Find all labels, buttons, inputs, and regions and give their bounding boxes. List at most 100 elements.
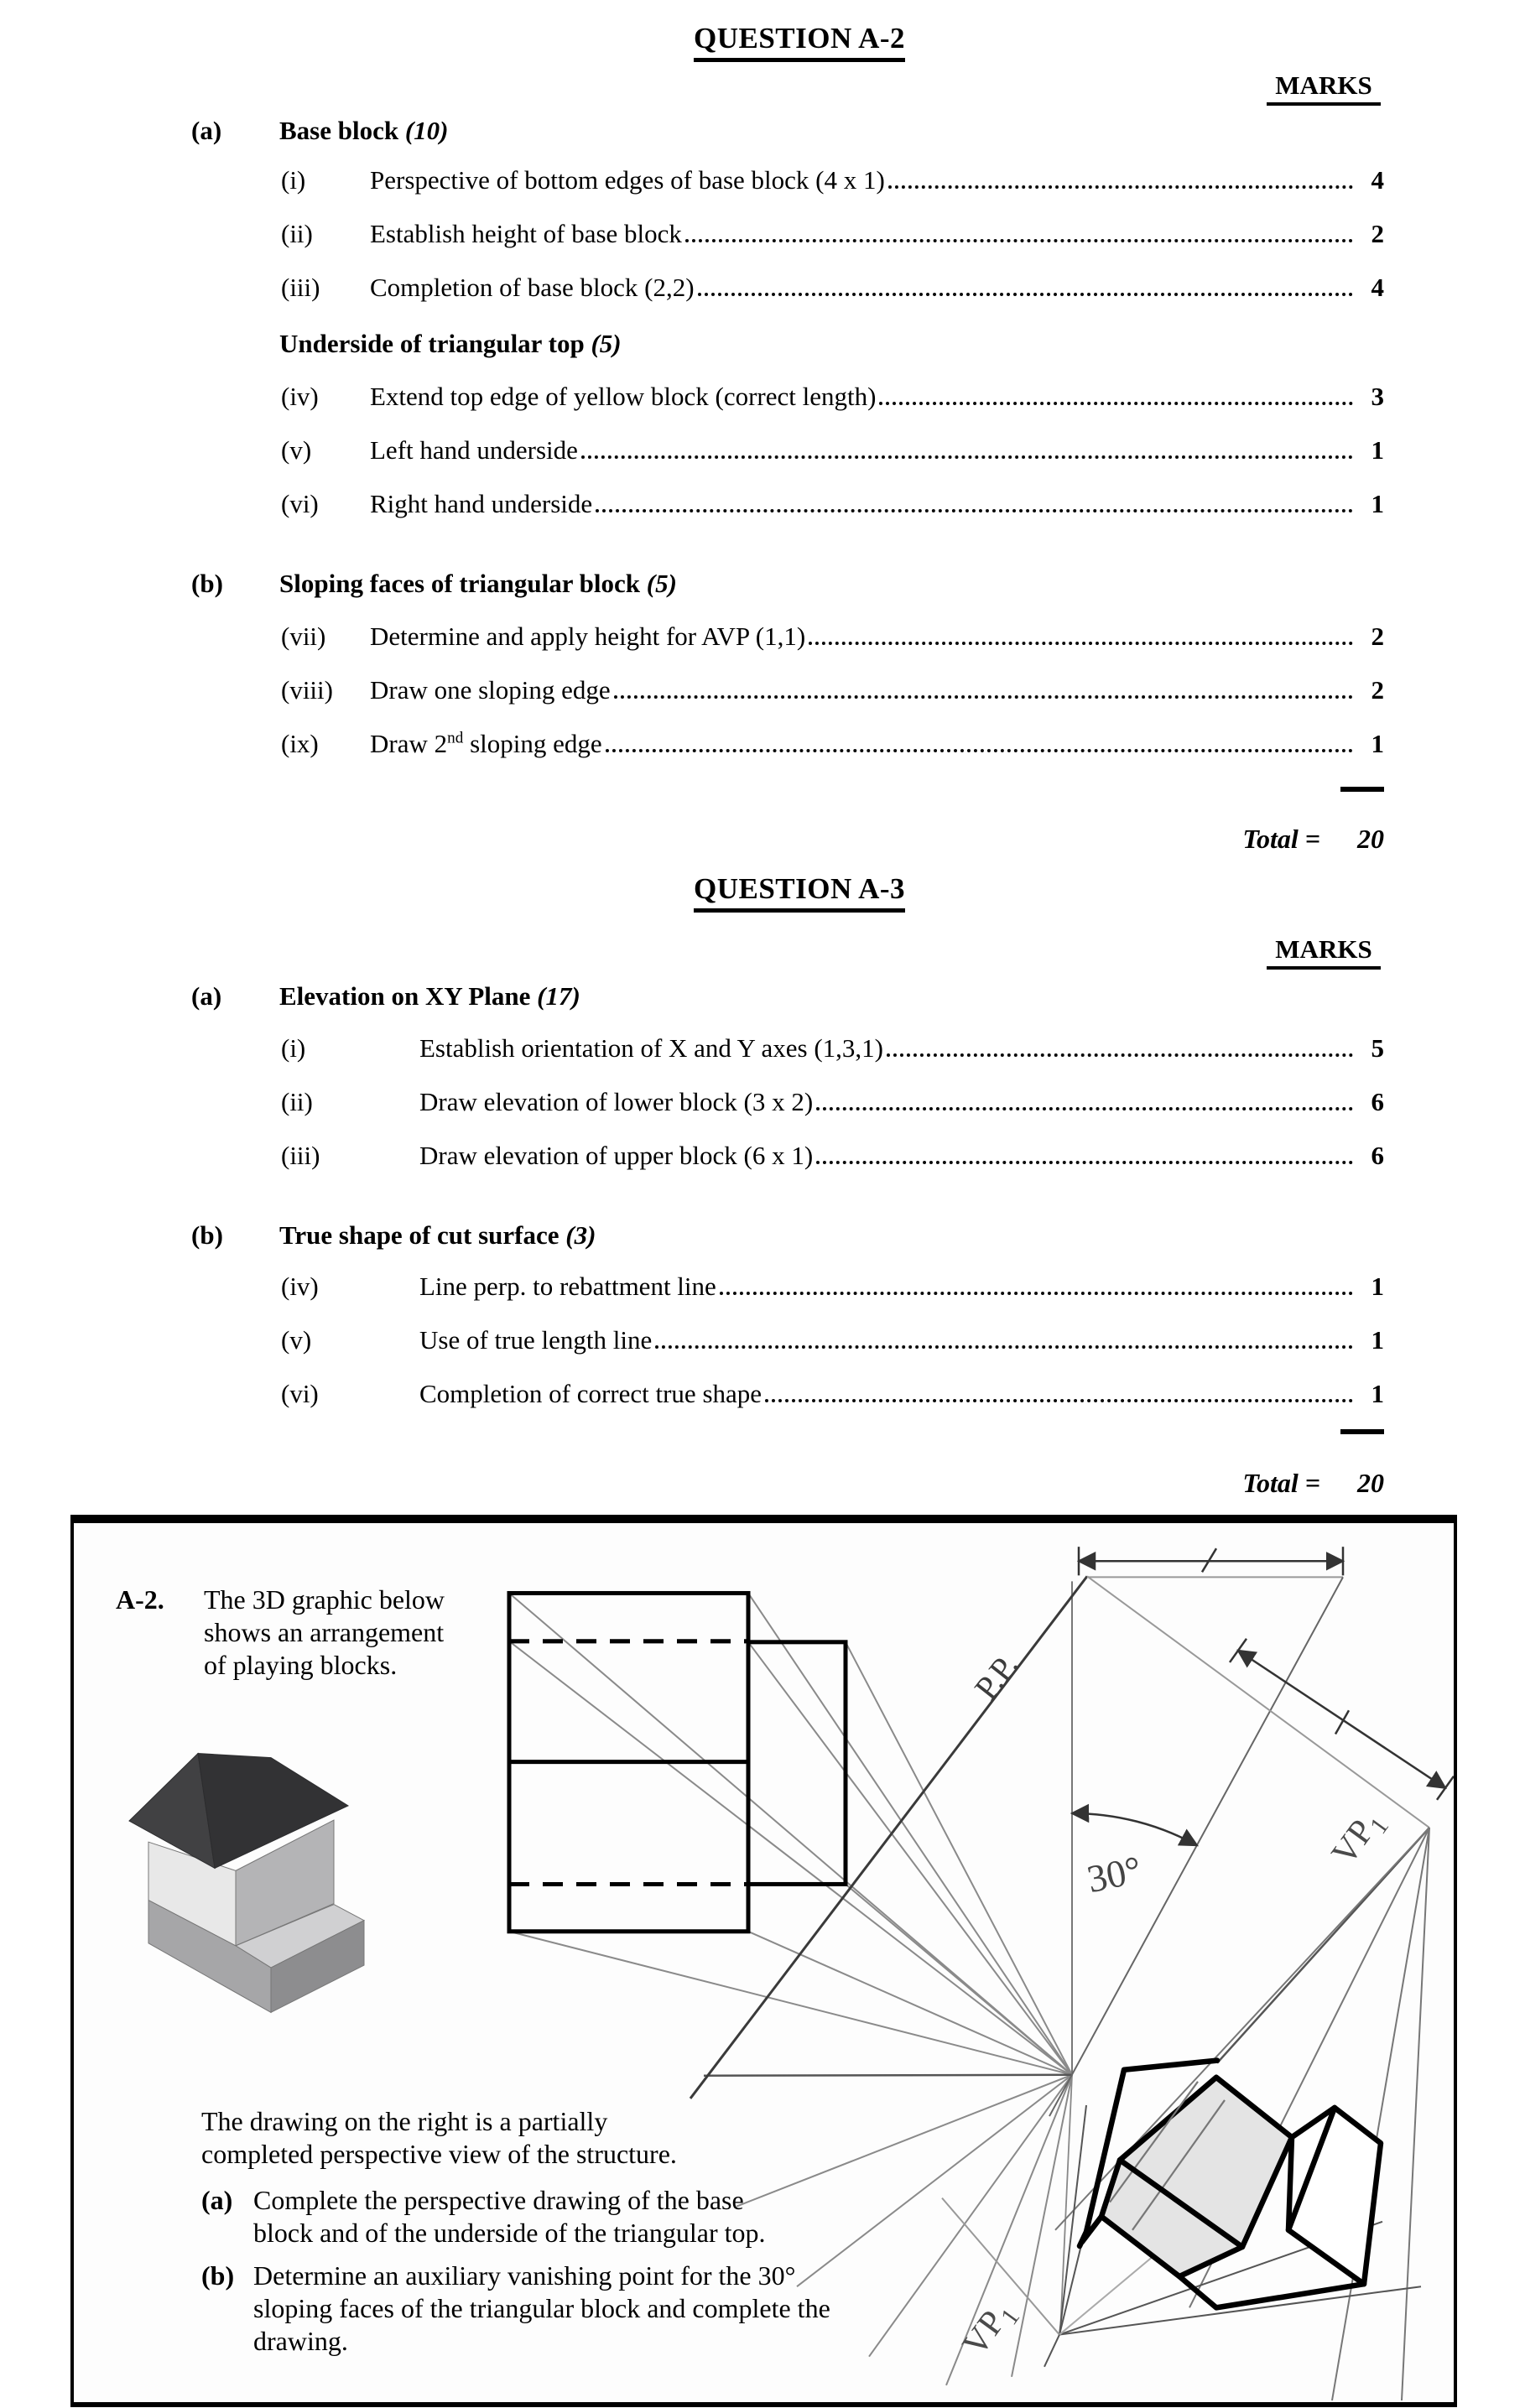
mark-item-row: (ix) Draw 2nd sloping edge 1 [281, 729, 1385, 758]
base-slab-right [270, 1919, 365, 2014]
section-title: Base block (10) [279, 116, 449, 145]
mark-value: 1 [1371, 435, 1385, 465]
question-a2-title: QUESTION A-2 [693, 22, 906, 62]
figure-note-text: The drawing on the right is a partially … [201, 2106, 677, 2169]
mark-item-row: (v) Use of true length line 1 [281, 1325, 1384, 1355]
dotted-leader [809, 642, 1353, 645]
vertical-extension [1059, 2074, 1073, 2333]
dotted-leader [765, 1399, 1353, 1402]
dotted-leader [684, 239, 1353, 242]
block-mid-edge [1116, 2157, 1246, 2250]
vp1-right-label: VP1 [1324, 1802, 1394, 1876]
section-a2-a: (a) Base block (10) [191, 116, 1384, 146]
question-a3-title: QUESTION A-3 [693, 872, 906, 913]
section-label: (b) [191, 1220, 223, 1250]
pp-to-vp-line [1086, 1575, 1430, 1828]
mark-value: 1 [1371, 1379, 1385, 1408]
mark-item-row: (i) Establish orientation of X and Y axe… [281, 1033, 1385, 1063]
ground-line [703, 2073, 1073, 2078]
vp1-bottom-label: VP1 [955, 2293, 1025, 2367]
dotted-leader [816, 1161, 1353, 1164]
dotted-leader [655, 1345, 1353, 1349]
dotted-leader [580, 455, 1353, 459]
section-label: (a) [191, 116, 222, 145]
mark-item-row: (vii) Determine and apply height for AVP… [281, 622, 1385, 651]
mark-value: 1 [1371, 1272, 1385, 1301]
roof-right-slope [197, 1753, 350, 1870]
section-a3-b: (b) True shape of cut surface (3) [191, 1220, 1384, 1251]
marks-header-a3: MARKS [1267, 934, 1381, 970]
mark-value: 6 [1371, 1087, 1385, 1116]
dotted-leader [719, 1292, 1353, 1295]
figure-question-label: A-2. [116, 1584, 164, 1615]
marks-header-a2: MARKS [1267, 70, 1381, 106]
total-a3: Total = 20 [1242, 1468, 1384, 1498]
mark-item-row: (vi) Completion of correct true shape 1 [281, 1379, 1385, 1408]
total-rule [1340, 787, 1384, 792]
section-a2-b: (b) Sloping faces of triangular block (5… [191, 569, 1384, 599]
mark-value: 6 [1371, 1141, 1385, 1170]
vp1-dimension [1228, 1638, 1454, 1801]
mark-item-row: (ii) Establish height of base block 2 [281, 219, 1385, 248]
house-3d-graphic [128, 1752, 366, 2014]
section-title: Elevation on XY Plane (17) [279, 981, 580, 1011]
dotted-leader [816, 1107, 1353, 1110]
shaded-faces [1098, 2074, 1295, 2280]
block-right-gable [1285, 2104, 1384, 2287]
mark-item-row: (iv) Extend top edge of yellow block (co… [281, 382, 1385, 411]
section-title: Sloping faces of triangular block (5) [279, 569, 677, 598]
total-a2: Total = 20 [1242, 824, 1384, 854]
mark-value: 3 [1371, 382, 1385, 411]
sight-line-fan [508, 1592, 1073, 2076]
mark-value: 4 [1371, 165, 1385, 195]
mark-item-row: (vi) Right hand underside 1 [281, 489, 1385, 518]
dotted-leader [887, 1053, 1353, 1057]
mark-item-row: (iv) Line perp. to rebattment line 1 [281, 1272, 1385, 1301]
figure-box: P.P. 30° VP1 VP1 A-2. The 3D graphic bel… [70, 1515, 1457, 2407]
section-a3-a: (a) Elevation on XY Plane (17) [191, 981, 1384, 1012]
mark-item-row: (ii) Draw elevation of lower block (3 x … [281, 1087, 1385, 1116]
mark-value: 5 [1371, 1033, 1385, 1063]
block-bottom-face [1176, 2273, 1367, 2311]
figure-task-b: (b) Determine an auxiliary vanishing poi… [201, 2260, 830, 2356]
mark-value: 1 [1371, 1325, 1385, 1355]
mark-item-row: (viii) Draw one sloping edge 2 [281, 675, 1384, 705]
perspective-block [1076, 2057, 1384, 2311]
mark-value: 1 [1371, 489, 1385, 518]
mark-value: 4 [1371, 273, 1385, 302]
block-left-tail [1079, 2213, 1105, 2245]
dotted-leader [697, 293, 1353, 296]
section-label: (a) [191, 981, 222, 1011]
mark-item-row: (iii) Draw elevation of upper block (6 x… [281, 1141, 1385, 1170]
mark-value: 1 [1371, 729, 1385, 758]
mark-item-row: (iii) Completion of base block (2,2) 4 [281, 273, 1385, 302]
dotted-leader [613, 695, 1353, 699]
pp-label: P.P. [967, 1646, 1026, 1707]
block-right-fold [1285, 2104, 1338, 2234]
angle-arc [1070, 1803, 1199, 1847]
top-dimension [1076, 1547, 1345, 1576]
dotted-leader [887, 185, 1353, 189]
figure-task-a: (a) Complete the perspective drawing of … [201, 2185, 766, 2248]
subsection-title: Underside of triangular top (5) [279, 329, 622, 358]
dotted-leader [605, 749, 1353, 752]
mark-value: 2 [1371, 219, 1385, 248]
angle-label: 30° [1084, 1848, 1146, 1901]
total-rule [1340, 1429, 1384, 1434]
picture-plane-line [689, 1575, 1089, 2099]
mark-item-row: (v) Left hand underside 1 [281, 435, 1384, 465]
mark-item-row: (i) Perspective of bottom edges of base … [281, 165, 1384, 195]
perspective-construction-diagram: P.P. 30° VP1 VP1 [128, 1547, 1454, 2401]
section-label: (b) [191, 569, 223, 598]
plan-view [507, 1590, 848, 1934]
thirty-degree-ray [1049, 1576, 1344, 2117]
block-construction-lines [1109, 2081, 1226, 2231]
dotted-leader [879, 402, 1353, 405]
figure-intro-text: The 3D graphic below shows an arrangemen… [204, 1584, 445, 1680]
mark-value: 2 [1371, 675, 1385, 705]
mark-value: 2 [1371, 622, 1385, 651]
dotted-leader [596, 509, 1353, 512]
house-right-wall [235, 1819, 335, 1947]
projection-fan [736, 2073, 1073, 2386]
